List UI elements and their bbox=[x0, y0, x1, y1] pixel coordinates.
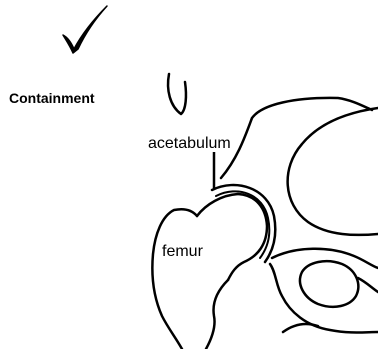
sacrum-curve bbox=[288, 108, 378, 235]
containment-heading: Containment bbox=[9, 91, 95, 105]
acetabulum-label: acetabulum bbox=[147, 136, 232, 152]
femur-inner-contour bbox=[206, 280, 228, 349]
pubic-line bbox=[272, 249, 378, 268]
ilium-outline bbox=[221, 98, 372, 178]
ischium-outline bbox=[270, 264, 378, 333]
femoral-head bbox=[197, 194, 267, 280]
pubic-rim bbox=[358, 278, 378, 292]
pelvis-upper-bone bbox=[168, 74, 186, 114]
obturator-foramen bbox=[300, 261, 358, 307]
ischium-lower bbox=[283, 324, 318, 332]
femur-outer-contour bbox=[152, 209, 197, 349]
femur-label: femur bbox=[161, 244, 204, 260]
checkmark-icon bbox=[63, 6, 107, 53]
